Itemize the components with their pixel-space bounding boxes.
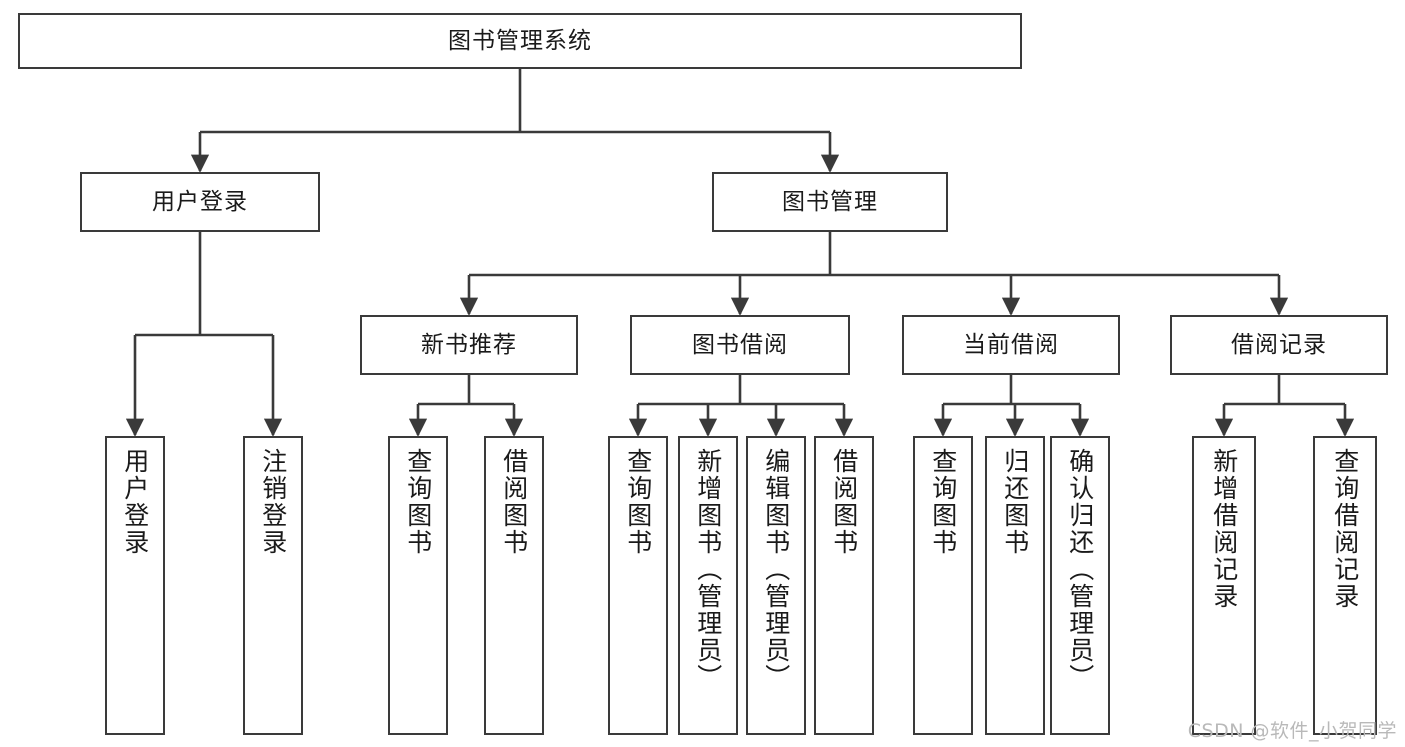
node-label: 用户登录: [152, 188, 248, 215]
node-label: 新增借阅记录: [1209, 448, 1239, 610]
node-label: 图书管理: [782, 188, 878, 215]
node-book-borrow[interactable]: 图书借阅: [630, 315, 850, 375]
node-leaf-user-login[interactable]: 用户登录: [105, 436, 165, 735]
node-leaf-borrow-book[interactable]: 借阅图书: [814, 436, 874, 735]
node-leaf-logout-login[interactable]: 注销登录: [243, 436, 303, 735]
node-leaf-edit-book-admin[interactable]: 编辑图书（管理员）: [746, 436, 806, 735]
watermark-text: CSDN @软件_小贺同学: [1187, 720, 1397, 742]
node-label: 新增图书（管理员）: [693, 448, 723, 691]
node-label: 查询图书: [403, 448, 433, 556]
node-label: 借阅图书: [499, 448, 529, 556]
node-new-book-recommend[interactable]: 新书推荐: [360, 315, 578, 375]
node-book-management[interactable]: 图书管理: [712, 172, 948, 232]
node-label: 查询图书: [928, 448, 958, 556]
node-leaf-query-book-current[interactable]: 查询图书: [913, 436, 973, 735]
node-leaf-add-book-admin[interactable]: 新增图书（管理员）: [678, 436, 738, 735]
node-leaf-query-borrow-record[interactable]: 查询借阅记录: [1313, 436, 1377, 735]
node-label: 归还图书: [1000, 448, 1030, 556]
node-label: 注销登录: [258, 448, 288, 556]
node-label: 借阅图书: [829, 448, 859, 556]
node-current-borrow[interactable]: 当前借阅: [902, 315, 1120, 375]
node-label: 确认归还（管理员）: [1065, 448, 1095, 691]
node-leaf-borrow-book-recommend[interactable]: 借阅图书: [484, 436, 544, 735]
node-label: 图书借阅: [692, 331, 788, 358]
node-label: 图书管理系统: [448, 27, 592, 54]
node-leaf-return-book[interactable]: 归还图书: [985, 436, 1045, 735]
node-user-login[interactable]: 用户登录: [80, 172, 320, 232]
node-label: 查询图书: [623, 448, 653, 556]
node-leaf-query-book-borrow[interactable]: 查询图书: [608, 436, 668, 735]
node-borrow-record[interactable]: 借阅记录: [1170, 315, 1388, 375]
node-label: 编辑图书（管理员）: [761, 448, 791, 691]
node-label: 查询借阅记录: [1330, 448, 1360, 610]
node-label: 借阅记录: [1231, 331, 1327, 358]
node-leaf-query-book-recommend[interactable]: 查询图书: [388, 436, 448, 735]
node-leaf-confirm-return-admin[interactable]: 确认归还（管理员）: [1050, 436, 1110, 735]
node-leaf-add-borrow-record[interactable]: 新增借阅记录: [1192, 436, 1256, 735]
node-label: 当前借阅: [963, 331, 1059, 358]
node-label: 用户登录: [120, 448, 150, 556]
node-label: 新书推荐: [421, 331, 517, 358]
node-root-system[interactable]: 图书管理系统: [18, 13, 1022, 69]
